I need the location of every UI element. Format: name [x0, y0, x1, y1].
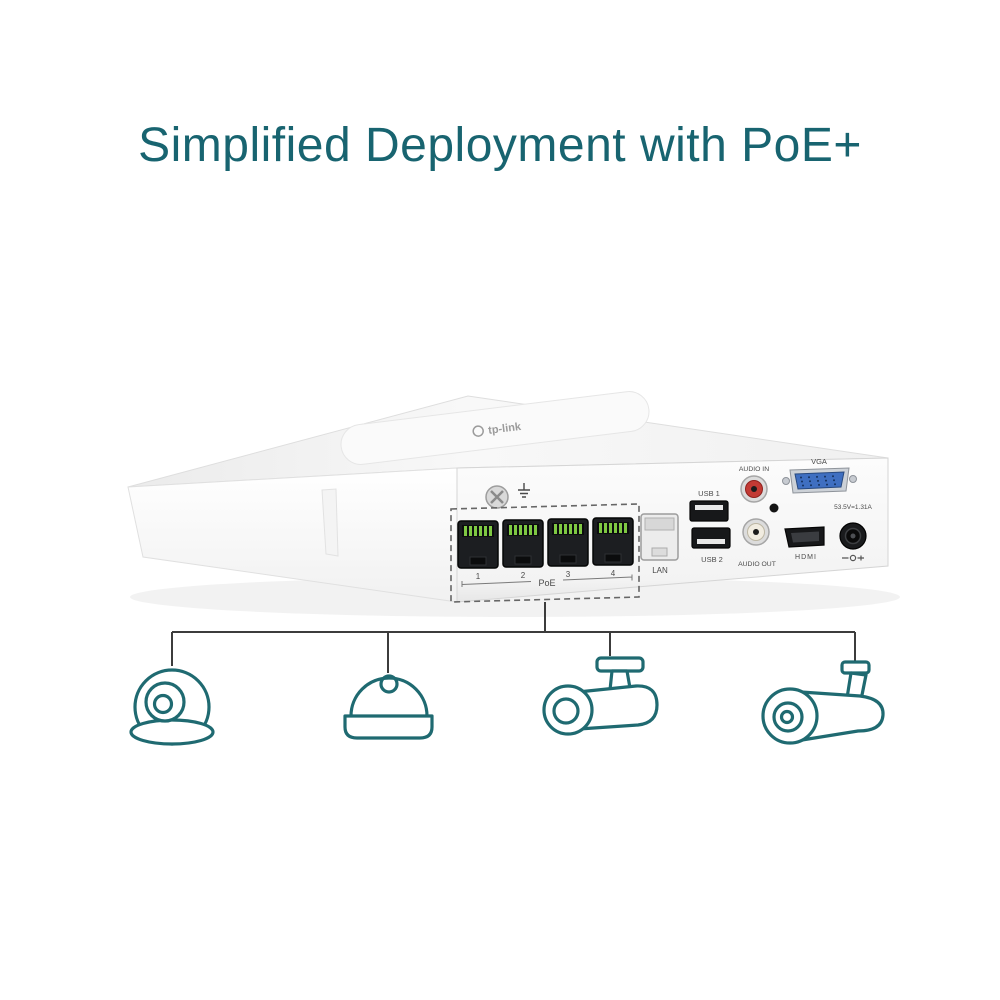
- port-number-4: 4: [611, 569, 616, 578]
- bullet-lens-mid: [772, 701, 804, 733]
- poe-group-bracket: [461, 574, 633, 587]
- hdmi-port: [784, 526, 825, 548]
- port-latch: [514, 555, 532, 565]
- hdmi-label: HDMI: [795, 554, 817, 561]
- power-rating-label: 53.5V=1.31A: [834, 504, 872, 511]
- dome-base-rim: [129, 718, 215, 746]
- camera-icons: [129, 656, 885, 746]
- jack-pin: [850, 533, 856, 539]
- bullet-body: [576, 684, 659, 731]
- usb1-label: USB 1: [698, 489, 720, 498]
- port-contacts: [599, 523, 627, 533]
- dc-power-jack: [839, 522, 867, 550]
- usb-port-1: [689, 500, 729, 522]
- rca-hole: [753, 529, 759, 535]
- usb2-label: USB 2: [701, 555, 723, 564]
- ir-receiver-dot: [769, 503, 779, 513]
- polarity-icon: [842, 554, 864, 562]
- audio-in-jack: [740, 475, 768, 503]
- vga-pins: [800, 475, 836, 487]
- turret-top-lens: [379, 674, 399, 694]
- audio-in-label: AUDIO IN: [739, 466, 769, 473]
- poe-port-3: [547, 518, 589, 567]
- usb-tongue: [697, 539, 725, 544]
- lan-port: [640, 513, 679, 561]
- screw-slot: [490, 490, 504, 504]
- vga-insert: [794, 471, 845, 490]
- bullet-camera-icon: [542, 656, 659, 736]
- port-housing: [691, 527, 731, 549]
- bullet-lens-outer: [542, 684, 594, 736]
- lan-label: LAN: [652, 566, 668, 575]
- vga-port: [782, 467, 857, 494]
- side-vent-slot: [321, 488, 339, 557]
- bullet-camera-large-icon: [761, 660, 885, 745]
- page-title: Simplified Deployment with PoE+: [138, 119, 862, 172]
- port-contacts: [464, 526, 492, 536]
- vga-screw-left: [782, 477, 790, 485]
- poe-port-2: [502, 519, 544, 568]
- nvr-device: tp-link: [127, 391, 889, 603]
- poe-group-label: PoE: [538, 578, 555, 588]
- port-contacts: [554, 524, 582, 534]
- port-housing: [689, 500, 729, 522]
- ground-symbol-icon: [518, 483, 530, 498]
- poe-port-1: [457, 520, 499, 569]
- port-latch: [469, 556, 487, 566]
- rca-hole: [751, 486, 757, 492]
- brand-logo: tp-link: [472, 421, 523, 437]
- device-top-recess: [340, 391, 650, 465]
- port-number-2: 2: [521, 571, 526, 580]
- bullet-lens-outer: [761, 687, 819, 745]
- audio-out-jack: [742, 518, 770, 546]
- mount-plate: [595, 656, 645, 673]
- poe-port-4: [592, 517, 634, 566]
- port-number-1: 1: [476, 572, 481, 581]
- port-contacts: [509, 525, 537, 535]
- turret-camera-icon: [343, 674, 434, 740]
- hdmi-insert: [791, 531, 819, 543]
- port-latch: [559, 554, 577, 564]
- poe-port-numbers: 1 2 3 4: [476, 569, 616, 581]
- port-number-3: 3: [566, 570, 571, 579]
- poe-ports-highlight-box: [450, 503, 640, 603]
- usb-tongue: [695, 505, 723, 510]
- turret-dome: [349, 676, 429, 718]
- vga-screw-right: [849, 475, 857, 483]
- turret-base: [343, 714, 434, 740]
- bullet-body: [799, 690, 885, 742]
- mount-plate: [840, 660, 871, 675]
- ground-screw: [485, 485, 509, 509]
- port-latch: [651, 547, 668, 557]
- dome-lens-inner: [152, 693, 174, 715]
- port-latch: [604, 553, 622, 563]
- bullet-lens-center: [779, 709, 795, 725]
- vga-label: VGA: [811, 457, 827, 466]
- port-cavity: [644, 517, 675, 531]
- bullet-lens-inner: [552, 697, 580, 725]
- dome-lens-outer: [144, 681, 186, 723]
- brand-logo-mark-icon: [472, 425, 484, 437]
- audio-out-label: AUDIO OUT: [738, 561, 776, 568]
- connection-lines: [171, 602, 856, 673]
- usb-port-2: [691, 527, 731, 549]
- brand-logo-text: tp-link: [488, 421, 523, 437]
- dome-camera-icon: [129, 668, 215, 746]
